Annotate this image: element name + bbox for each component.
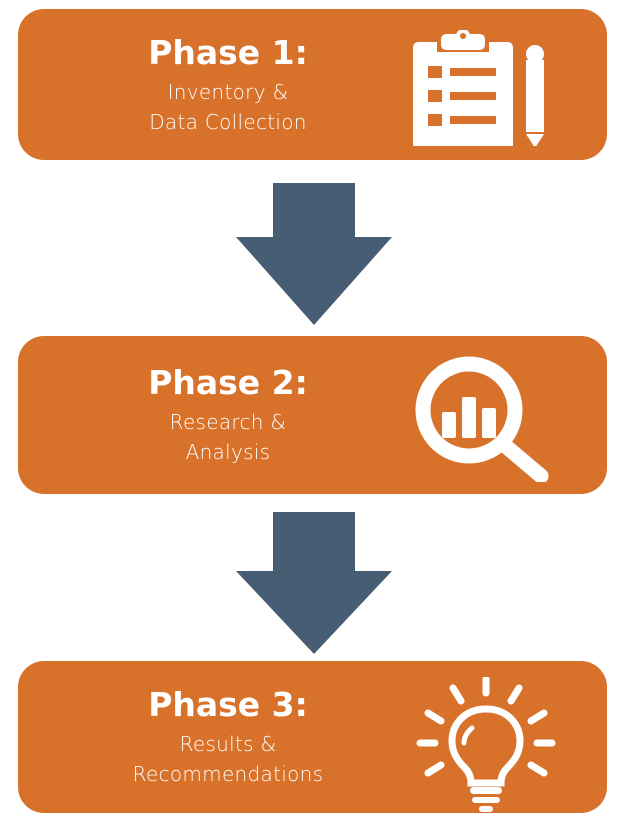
phase-2-description-line-1: Research & — [169, 410, 287, 434]
phase-1-title: Phase 1: — [148, 32, 308, 72]
phase-3-box: Phase 3: Results & Recommendations — [18, 661, 607, 813]
phase-2-description-line-2: Analysis — [185, 440, 271, 464]
phase-3-title: Phase 3: — [148, 685, 308, 724]
flow-arrow-down-2 — [236, 512, 392, 654]
phase-1-description-line-1: Inventory & — [167, 79, 289, 104]
phase-3-description-line-1: Results & — [179, 732, 277, 756]
phase-1-description-line-2: Data Collection — [149, 109, 307, 134]
phase-2-box: Phase 2: Research & Analysis — [18, 336, 607, 494]
phase-1-box: Phase 1: Inventory & Data Collection — [18, 9, 607, 160]
phase-3-text: Phase 3: Results & Recommendations — [78, 661, 378, 813]
phase-1-text: Phase 1: Inventory & Data Collection — [78, 9, 378, 160]
clipboard-pencil-icon — [413, 30, 548, 146]
lightbulb-icon — [416, 677, 556, 813]
phase-2-title: Phase 2: — [148, 363, 308, 402]
flow-arrow-down-1 — [236, 183, 392, 325]
phase-2-text: Phase 2: Research & Analysis — [78, 336, 378, 494]
magnifier-chart-icon — [413, 352, 553, 482]
phase-3-description-line-2: Recommendations — [132, 762, 324, 786]
